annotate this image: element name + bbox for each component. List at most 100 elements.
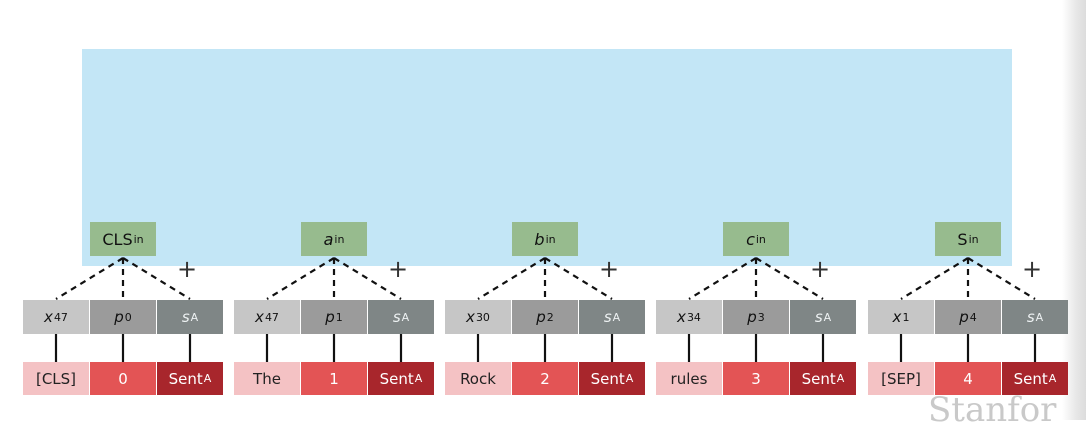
input-label-base: CLS: [102, 229, 133, 249]
combine-line: [967, 257, 1036, 300]
token-label-base: x: [255, 308, 264, 326]
input-label-base: c: [746, 229, 755, 249]
token-label-subscript: 47: [264, 310, 279, 324]
plus-sign: +: [599, 255, 620, 283]
sent-label-base: Sent: [379, 369, 414, 388]
combine-line: [122, 257, 191, 300]
segment-label-base: s: [392, 308, 401, 326]
position-label-subscript: 3: [757, 310, 765, 324]
token-label-base: x: [44, 308, 53, 326]
sent-label-subscript: A: [836, 372, 845, 385]
token-label-base: x: [677, 308, 686, 326]
sent-label-subscript: A: [203, 372, 212, 385]
combine-line: [266, 257, 335, 300]
token-label-base: x: [892, 308, 902, 326]
position-index-box: 3: [723, 362, 789, 395]
sent-label-base: Sent: [168, 369, 203, 388]
position-label-base: p: [959, 308, 969, 326]
sent-label-subscript: A: [625, 372, 634, 385]
combine-line: [544, 257, 613, 300]
position-label-base: p: [114, 308, 124, 326]
sent-label-subscript: A: [414, 372, 423, 385]
segment-label-base: s: [181, 308, 190, 326]
plus-sign: +: [388, 255, 409, 283]
position-label-base: p: [325, 308, 335, 326]
token-label-subscript: 30: [475, 310, 490, 324]
segment-label-base: s: [603, 308, 612, 326]
token-label-subscript: 34: [686, 310, 701, 324]
position-label-subscript: 2: [546, 310, 554, 324]
combine-line: [477, 257, 546, 300]
word-token-box: Rock: [445, 362, 511, 395]
word-token-box: [SEP]: [868, 362, 934, 395]
segment-label-subscript: A: [401, 310, 410, 324]
input-label-subscript: in: [968, 232, 979, 246]
combine-line: [755, 257, 824, 300]
sent-label-subscript: A: [1048, 372, 1057, 385]
stanford-logo: Stanfor: [928, 390, 1057, 430]
position-index-box: 4: [935, 362, 1001, 395]
position-label-base: p: [536, 308, 546, 326]
combine-line: [900, 257, 969, 300]
combine-line: [55, 257, 124, 300]
combine-line: [333, 257, 402, 300]
position-index-box: 1: [301, 362, 367, 395]
token-label-subscript: 1: [902, 310, 910, 324]
position-label-subscript: 0: [124, 310, 132, 324]
input-label-subscript: in: [755, 232, 766, 246]
word-token-box: The: [234, 362, 300, 395]
connector-lines: [54, 257, 1037, 362]
sent-label-base: Sent: [1013, 369, 1048, 388]
token-label-subscript: 47: [53, 310, 68, 324]
segment-label-subscript: A: [612, 310, 621, 324]
position-index-box: 2: [512, 362, 578, 395]
plus-sign: +: [177, 255, 198, 283]
input-label-base: a: [323, 229, 334, 249]
input-label-subscript: in: [545, 232, 556, 246]
segment-label-subscript: A: [823, 310, 832, 324]
position-label-subscript: 1: [335, 310, 343, 324]
plus-sign: +: [1022, 255, 1043, 283]
plus-sign: +: [810, 255, 831, 283]
sent-label-base: Sent: [590, 369, 625, 388]
input-label-base: b: [534, 229, 545, 249]
token-label-base: x: [466, 308, 475, 326]
sent-label-base: Sent: [801, 369, 836, 388]
input-label-subscript: in: [334, 232, 345, 246]
word-token-box: rules: [656, 362, 722, 395]
segment-label-base: s: [814, 308, 823, 326]
segment-label-subscript: A: [190, 310, 199, 324]
position-label-base: p: [747, 308, 757, 326]
position-label-subscript: 4: [969, 310, 977, 324]
position-index-box: 0: [90, 362, 156, 395]
segment-label-base: s: [1026, 308, 1035, 326]
segment-label-subscript: A: [1035, 310, 1044, 324]
combine-line: [688, 257, 757, 300]
input-label-subscript: in: [133, 232, 144, 246]
input-label-base: S: [957, 229, 968, 249]
